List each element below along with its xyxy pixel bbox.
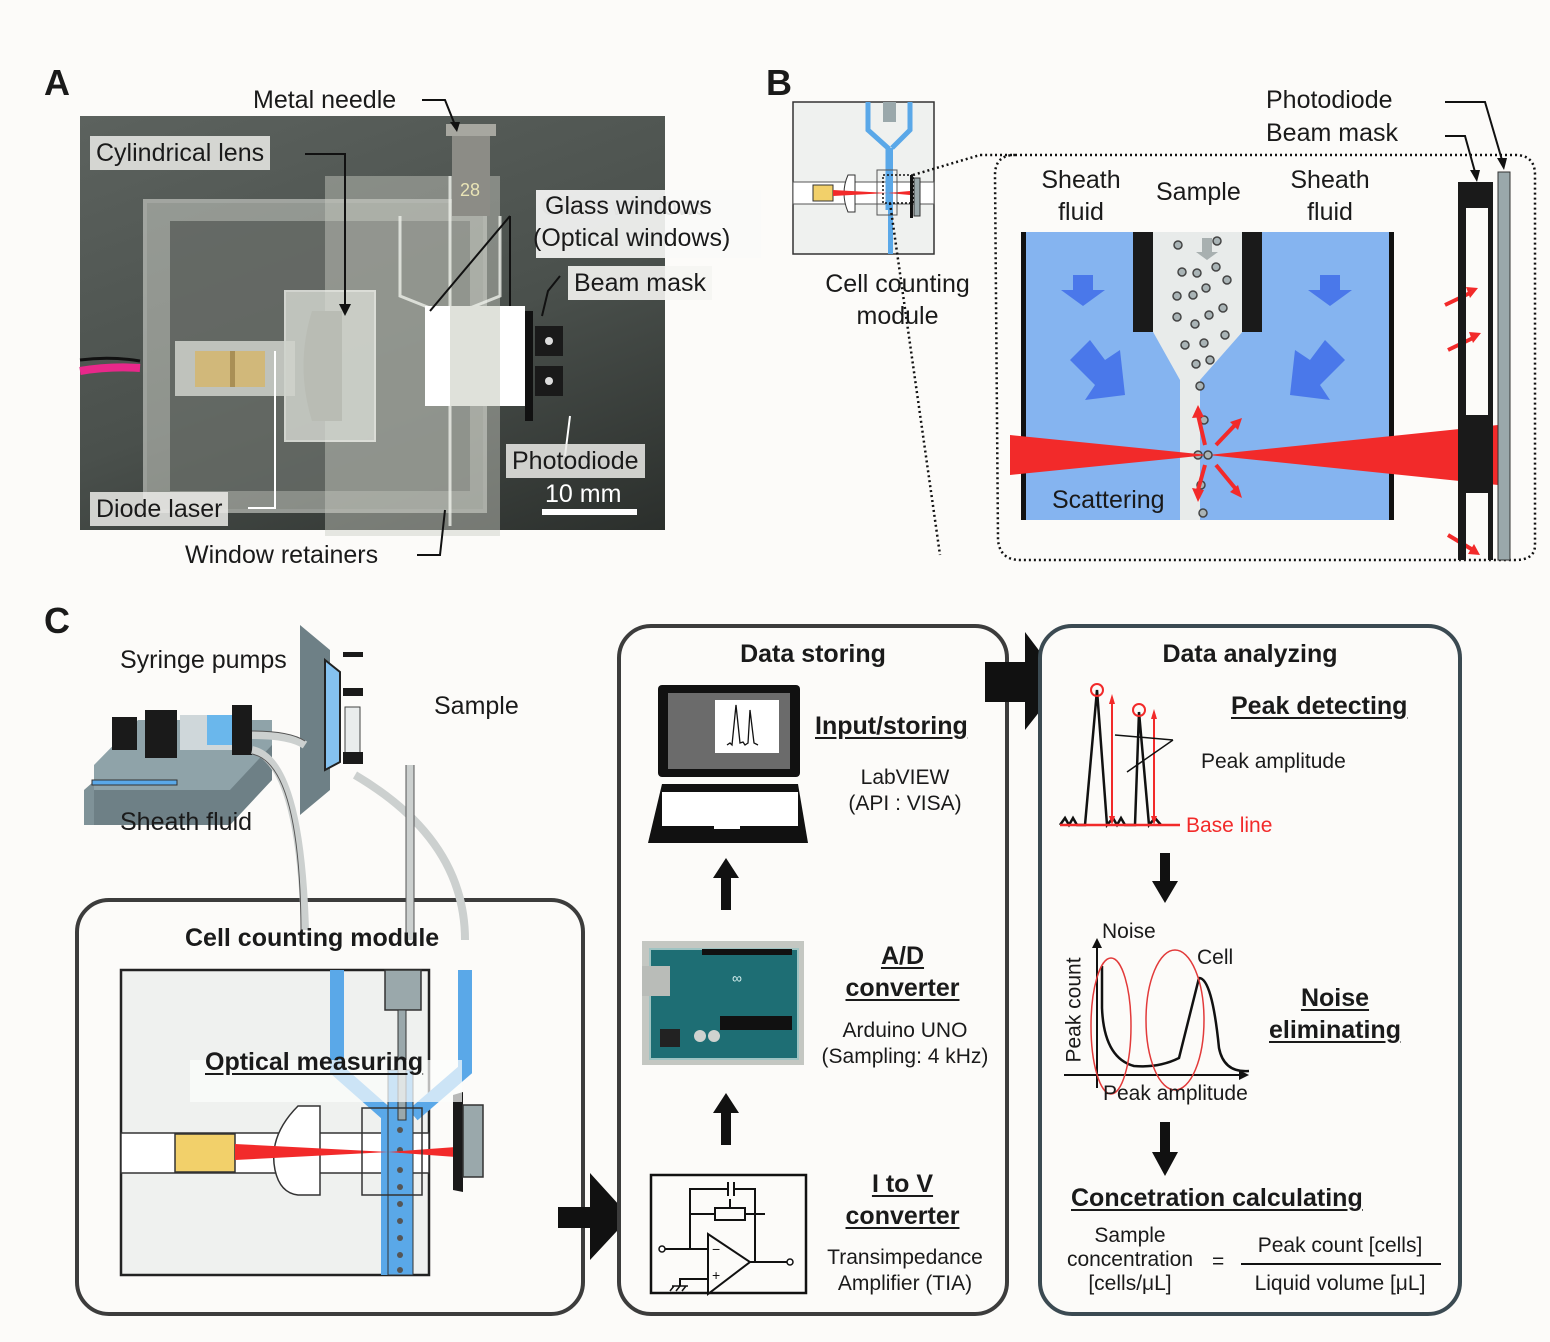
i-to-v-converter-title: I to V converter (820, 1168, 985, 1232)
label-b-cell-counting-module: Cell counting module (805, 268, 990, 332)
label-cylindrical-lens: Cylindrical lens (90, 136, 271, 170)
tia-text: Transimpedance Amplifier (TIA) (805, 1245, 1005, 1297)
ad-converter-title: A/D converter (820, 940, 985, 1004)
labview-line-1: LabVIEW (860, 766, 950, 789)
label-b-sheath-right-1: Sheath (1290, 166, 1370, 194)
svg-text:−: − (712, 1241, 720, 1257)
labview-text: LabVIEW (API : VISA) (805, 765, 1005, 817)
formula-numerator: Peak count [cells] (1257, 1234, 1423, 1257)
label-glass-windows-line1: Glass windows (545, 192, 712, 220)
cell-label: Cell (1197, 946, 1234, 969)
svg-text:∞: ∞ (732, 970, 742, 986)
formula-fraction-bar (1241, 1263, 1441, 1265)
window-retainers-pointer (417, 509, 446, 556)
noise-eliminating-line-2: eliminating (1269, 1016, 1401, 1044)
arrow-down-icon (1152, 853, 1178, 903)
peak-detection-plot (1058, 683, 1180, 829)
label-optical-windows: (Optical windows) (533, 224, 731, 252)
label-photodiode: Photodiode (506, 444, 645, 478)
formula-lhs-line-1: Sample (1094, 1224, 1166, 1247)
formula-lhs: Sample concentration [cells/μL] (1050, 1224, 1210, 1296)
metal-needle-pointer (422, 99, 460, 132)
label-b-sheath-left: Sheath fluid (1026, 164, 1136, 228)
panel-b-letter: B (766, 62, 792, 103)
panel-c-letter: C (44, 600, 70, 641)
label-window-retainers: Window retainers (185, 541, 379, 569)
syringe-and-module-diagram (84, 625, 630, 1277)
label-b-sheath-right: Sheath fluid (1275, 164, 1385, 228)
label-glass-windows-bg (536, 190, 761, 258)
label-b-cell-counting-2: module (856, 302, 939, 330)
label-b-cell-counting-1: Cell counting (825, 270, 970, 298)
arrow-down-icon (1152, 1122, 1178, 1176)
label-b-beam-mask: Beam mask (1266, 119, 1398, 147)
tia-circuit-icon: − + (649, 1173, 808, 1297)
i-to-v-line-1: I to V (871, 1170, 934, 1198)
optical-measuring-title: Optical measuring (205, 1048, 424, 1076)
data-storing-title: Data storing (740, 640, 886, 668)
ad-converter-line-2: converter (845, 974, 960, 1002)
arduino-board-illustration: ∞ (642, 948, 799, 1060)
label-b-sheath-right-2: fluid (1307, 198, 1353, 226)
formula-denominator: Liquid volume [μL] (1254, 1272, 1426, 1295)
label-b-sample: Sample (1156, 178, 1241, 206)
svg-text:+: + (712, 1267, 720, 1283)
panel-b-diagram (792, 101, 1537, 562)
panel-a-letter: A (44, 62, 70, 103)
cell-counting-module-title: Cell counting module (185, 924, 440, 952)
arduino-line-2: (Sampling: 4 kHz) (821, 1045, 989, 1068)
tia-line-2: Amplifier (TIA) (837, 1272, 973, 1295)
arduino-line-1: Arduino UNO (842, 1019, 968, 1042)
label-c-sheath-fluid: Sheath fluid (120, 808, 253, 836)
peak-amplitude-axis-label: Peak amplitude (1103, 1082, 1248, 1105)
formula-lhs-line-3: [cells/μL] (1088, 1272, 1172, 1295)
label-b-photodiode: Photodiode (1266, 86, 1393, 114)
label-c-sample: Sample (434, 692, 519, 720)
label-beam-mask: Beam mask (568, 266, 712, 300)
base-line-label: Base line (1186, 814, 1273, 837)
label-metal-needle: Metal needle (253, 86, 397, 114)
ad-converter-line-1: A/D (880, 942, 925, 970)
label-b-scattering: Scattering (1052, 486, 1165, 514)
arrow-up-icon (713, 1093, 739, 1145)
peak-amplitude-label: Peak amplitude (1201, 750, 1346, 773)
i-to-v-line-2: converter (845, 1202, 960, 1230)
label-scale-bar: 10 mm (545, 480, 622, 508)
label-b-sheath-left-2: fluid (1058, 198, 1104, 226)
tia-line-1: Transimpedance (827, 1246, 983, 1269)
noise-eliminating-line-1: Noise (1300, 984, 1370, 1012)
laptop-icon (648, 685, 808, 843)
needle-gauge-text: 28 (460, 180, 480, 200)
input-storing-title: Input/storing (815, 712, 968, 740)
concentration-calculating-title: Concetration calculating (1071, 1184, 1363, 1212)
label-syringe-pumps: Syringe pumps (120, 646, 287, 674)
arduino-photo: ∞ (642, 941, 804, 1065)
label-diode-laser: Diode laser (90, 492, 229, 526)
formula-equals: = (1212, 1250, 1225, 1273)
noise-eliminating-title: Noise eliminating (1255, 982, 1415, 1046)
labview-line-2: (API : VISA) (848, 792, 962, 815)
label-b-sheath-left-1: Sheath (1041, 166, 1121, 194)
data-analyzing-box (1038, 624, 1462, 1316)
arduino-text: Arduino UNO (Sampling: 4 kHz) (805, 1018, 1005, 1070)
formula-lhs-line-2: concentration (1066, 1248, 1194, 1271)
peak-detecting-title: Peak detecting (1231, 692, 1408, 720)
data-analyzing-title: Data analyzing (1162, 640, 1338, 668)
device-photo: 28 Cylindrical lens Glass windows Beam m… (79, 116, 712, 536)
peak-count-axis-label: Peak count (1062, 957, 1086, 1063)
arrow-up-icon (713, 858, 739, 910)
device-photo-illustration: 28 (79, 124, 637, 536)
noise-label: Noise (1102, 920, 1156, 943)
noise-histogram-plot (1064, 938, 1250, 1095)
